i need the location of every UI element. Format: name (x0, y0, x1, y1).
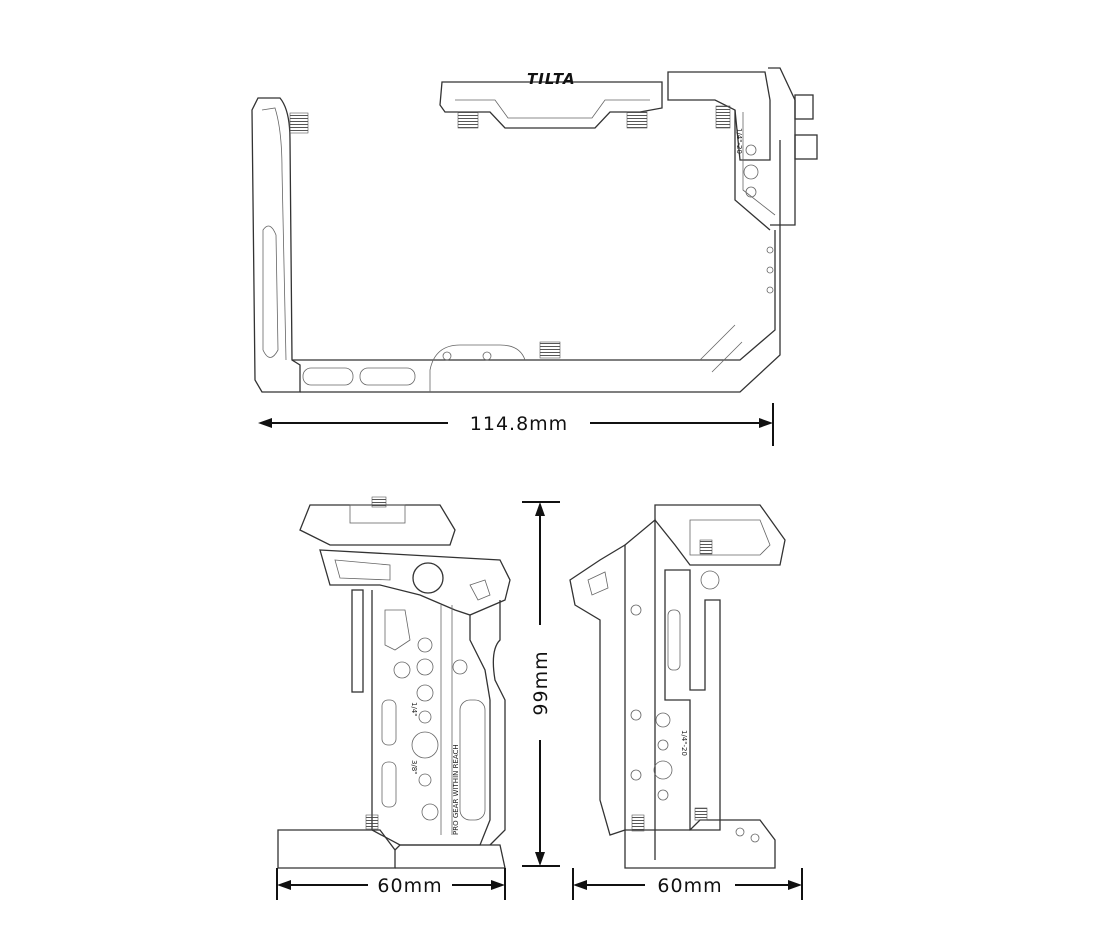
left-thread-label-2: 3/8" (410, 760, 418, 775)
left-depth-label: 60mm (377, 875, 442, 897)
front-view-cage: TILTA 1/4"-20 (251, 67, 818, 393)
engraving-text: PRO GEAR WITHIN REACH (452, 744, 460, 835)
left-depth-dimension: 60mm (276, 868, 506, 900)
right-depth-label: 60mm (657, 875, 722, 897)
height-dimension: 99mm (522, 501, 560, 867)
width-dimension: 114.8mm (258, 403, 774, 446)
tilta-logo: TILTA (527, 70, 576, 88)
right-side-view-cage: 1/4"-20 (569, 504, 786, 869)
front-thread-label: 1/4"-20 (735, 128, 743, 154)
width-dimension-label: 114.8mm (470, 413, 568, 435)
left-side-view-cage: 1/4" 3/8" PRO GEAR WITHIN REACH (277, 496, 511, 869)
height-dimension-label: 99mm (530, 650, 552, 715)
right-depth-dimension: 60mm (572, 868, 803, 900)
left-thread-label-1: 1/4" (410, 702, 418, 717)
right-thread-label: 1/4"-20 (680, 730, 688, 756)
